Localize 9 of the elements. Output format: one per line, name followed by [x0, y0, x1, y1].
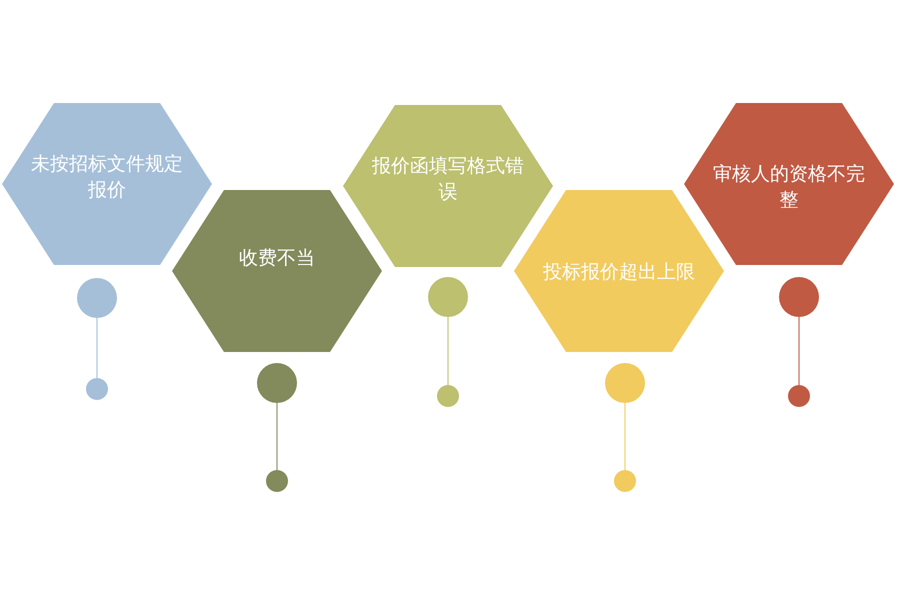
connector-line: [276, 402, 278, 470]
hexagon-label: 未按招标文件规定报价: [30, 152, 184, 203]
connector-line: [96, 318, 98, 378]
hexagon-label: 报价函填写格式错误: [371, 154, 525, 205]
connector-line: [624, 402, 626, 470]
connector-line: [798, 316, 800, 386]
hexagon-label: 收费不当: [238, 246, 316, 271]
hexagon-label: 审核人的资格不完整: [712, 162, 866, 213]
hexagon-label: 投标报价超出上限: [542, 260, 696, 285]
